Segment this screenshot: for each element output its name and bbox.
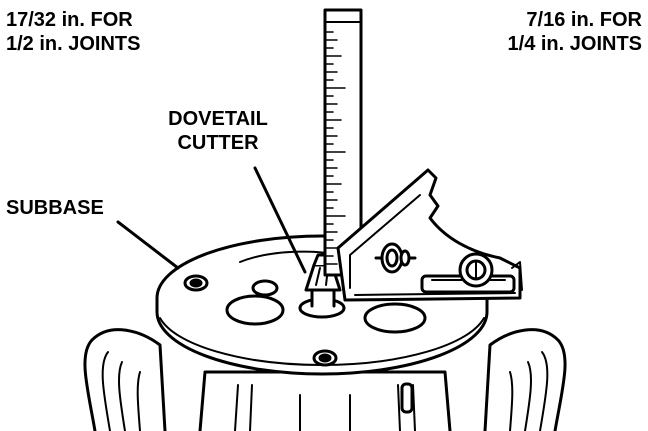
steel-rule: [323, 8, 363, 277]
label-cutter-line2: CUTTER: [177, 132, 259, 154]
label-subbase-text: SUBBASE: [6, 197, 104, 219]
label-half-inch-joints: 17/32 in. FOR 1/2 in. JOINTS: [6, 8, 140, 56]
label-right-line1: 7/16 in. FOR: [526, 9, 642, 31]
label-cutter-line1: DOVETAIL: [168, 108, 268, 130]
label-subbase: SUBBASE: [6, 196, 104, 220]
subbase-leader-line: [116, 220, 180, 270]
combination-square-head: [336, 168, 523, 302]
label-right-line2: 1/4 in. JOINTS: [507, 33, 642, 55]
label-left-line1: 17/32 in. FOR: [6, 9, 133, 31]
label-left-line2: 1/2 in. JOINTS: [6, 33, 141, 55]
leader-lines: [116, 166, 307, 274]
label-quarter-inch-joints: 7/16 in. FOR 1/4 in. JOINTS: [508, 8, 642, 56]
cutter-leader-line: [253, 166, 307, 274]
label-dovetail-cutter: DOVETAIL CUTTER: [148, 107, 288, 155]
